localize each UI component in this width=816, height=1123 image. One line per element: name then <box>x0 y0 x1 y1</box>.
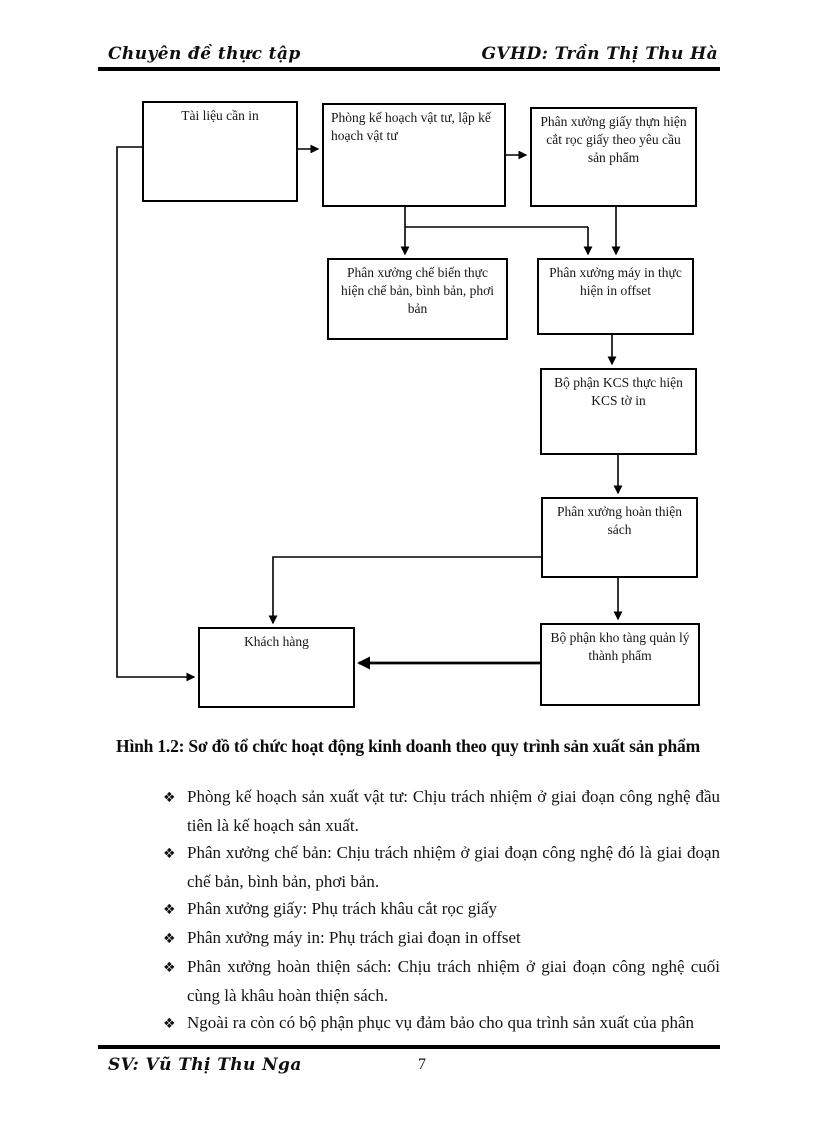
flowchart-box-label: Phân xưởng máy in thực hiện in offset <box>549 265 682 298</box>
flowchart-box-label: Phân xưởng chế biến thực hiện chế bản, b… <box>341 265 494 316</box>
list-item: ❖ Ngoài ra còn có bộ phận phục vụ đảm bảo… <box>163 1009 720 1038</box>
list-item-text: Phòng kế hoạch sản xuất vật tư: Chịu trá… <box>187 787 720 835</box>
flowchart-box-label: Tài liệu cần in <box>181 108 259 123</box>
arrow-tailieu-to-khachhang <box>116 146 196 682</box>
footer-student-name: SV: Vũ Thị Thu Nga <box>108 1055 302 1075</box>
diamond-bullet-icon: ❖ <box>163 846 176 862</box>
flowchart-box-phan-xuong-che-bien: Phân xưởng chế biến thực hiện chế bản, b… <box>327 258 508 340</box>
list-item-text: Phân xưởng chế bản: Chịu trách nhiệm ở g… <box>187 843 720 891</box>
header-supervisor: GVHD: Trần Thị Thu Hà <box>481 44 718 64</box>
flowchart-box-label: Phòng kế hoạch vật tư, lập kế hoạch vật … <box>331 110 491 143</box>
flowchart-box-bo-phan-kho-tang: Bộ phận kho tàng quản lý thành phẩm <box>540 623 700 706</box>
diamond-bullet-icon: ❖ <box>163 902 176 918</box>
diamond-bullet-icon: ❖ <box>163 931 176 947</box>
arrow-hoanthien-to-khachhang <box>268 556 541 625</box>
list-item-text: Ngoài ra còn có bộ phận phục vụ đảm bảo … <box>187 1013 695 1032</box>
flowchart-box-phan-xuong-may-in: Phân xưởng máy in thực hiện in offset <box>537 258 694 335</box>
list-item-text: Phân xưởng hoàn thiện sách: Chịu trách n… <box>187 957 720 1005</box>
figure-caption: Hình 1.2: Sơ đồ tổ chức hoạt động kinh d… <box>116 736 700 756</box>
footer-rule <box>98 1045 720 1049</box>
diamond-bullet-icon: ❖ <box>163 1016 176 1032</box>
diamond-bullet-icon: ❖ <box>163 960 176 976</box>
flowchart-box-phan-xuong-giay: Phân xưởng giấy thựn hiện cắt rọc giấy t… <box>530 107 697 207</box>
flowchart-box-phan-xuong-hoan-thien: Phân xưởng hoàn thiện sách <box>541 497 698 578</box>
flowchart-box-label: Phân xưởng hoàn thiện sách <box>556 504 683 537</box>
list-item-text: Phân xưởng máy in: Phụ trách giai đoạn i… <box>187 928 521 947</box>
flowchart-box-khach-hang: Khách hàng <box>198 627 355 708</box>
flowchart-box-tai-lieu-can-in: Tài liệu cần in <box>142 101 298 202</box>
page-number: 7 <box>418 1056 426 1073</box>
flowchart-box-label: Bộ phận kho tàng quản lý thành phẩm <box>550 630 690 663</box>
list-item: ❖ Phân xưởng chế bản: Chịu trách nhiệm ở … <box>163 839 720 895</box>
list-item: ❖ Phân xưởng hoàn thiện sách: Chịu trách … <box>163 953 720 1009</box>
list-item: ❖ Phân xưởng máy in: Phụ trách giai đoạn … <box>163 924 720 953</box>
flowchart-box-phong-ke-hoach: Phòng kế hoạch vật tư, lập kế hoạch vật … <box>322 103 506 207</box>
flowchart-box-label: Bộ phận KCS thực hiện KCS tờ in <box>554 375 683 408</box>
list-item-text: Phân xưởng giấy: Phụ trách khâu cắt rọc … <box>187 899 497 918</box>
flowchart-box-label: Khách hàng <box>244 634 309 649</box>
flowchart: Tài liệu cần in Phòng kế hoạch vật tư, l… <box>116 101 700 708</box>
flowchart-box-label: Phân xưởng giấy thựn hiện cắt rọc giấy t… <box>540 114 687 165</box>
list-item: ❖ Phòng kế hoạch sản xuất vật tư: Chịu tr… <box>163 783 720 839</box>
bullet-list: ❖ Phòng kế hoạch sản xuất vật tư: Chịu tr… <box>163 783 720 1038</box>
header-course-title: Chuyên đề thực tập <box>108 44 301 64</box>
list-item: ❖ Phân xưởng giấy: Phụ trách khâu cắt rọc… <box>163 895 720 924</box>
header-rule <box>98 67 720 71</box>
diamond-bullet-icon: ❖ <box>163 790 176 806</box>
flowchart-box-bo-phan-kcs: Bộ phận KCS thực hiện KCS tờ in <box>540 368 697 455</box>
